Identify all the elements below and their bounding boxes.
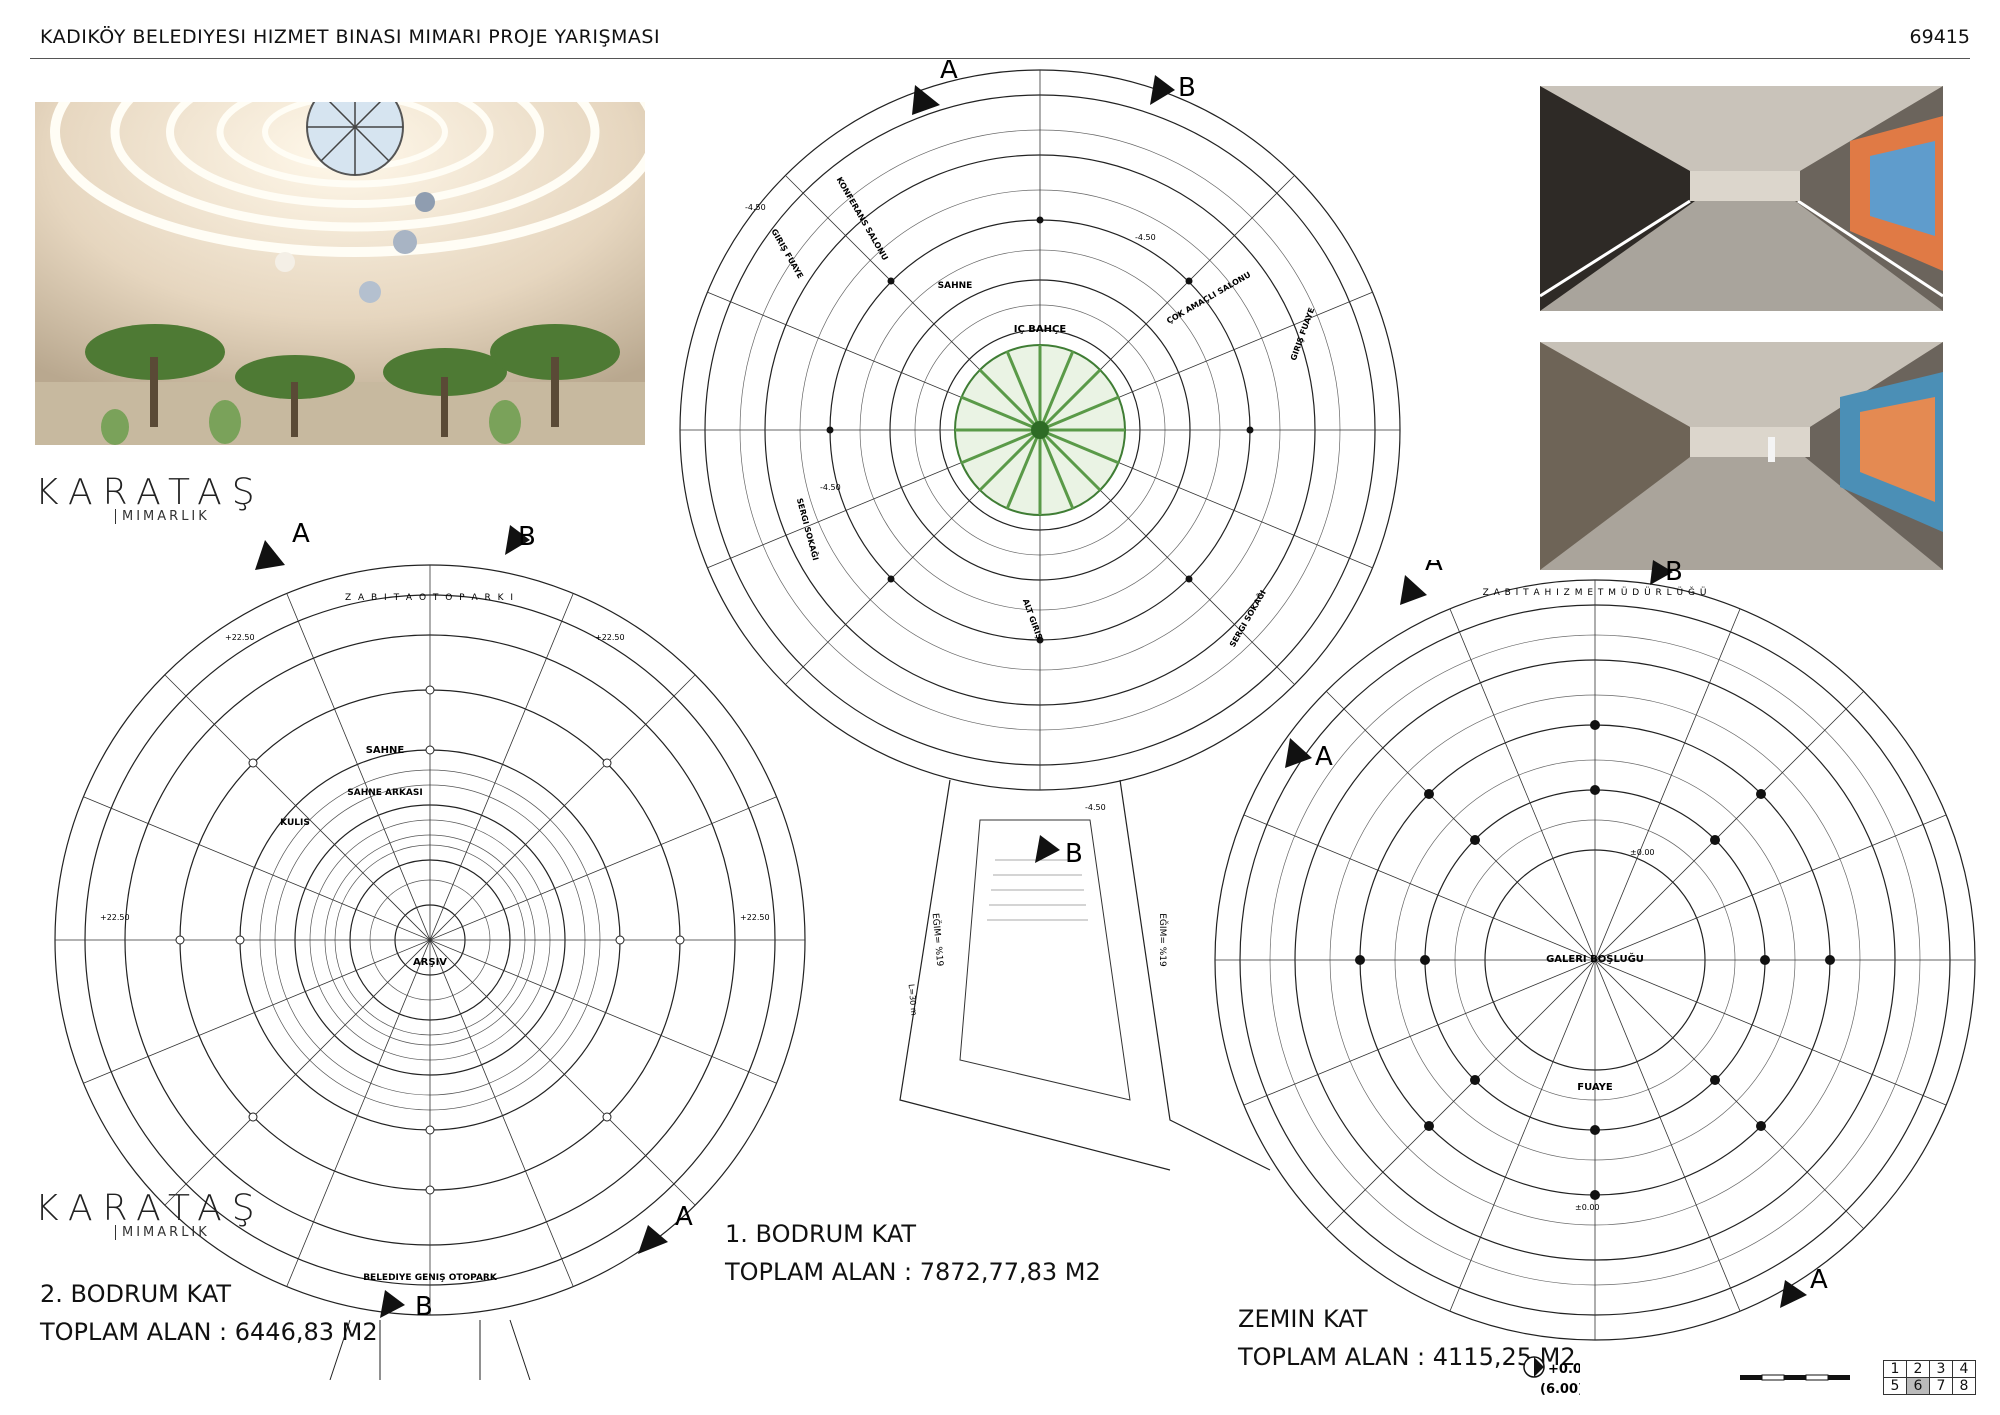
- plan-title: 2. BODRUM KAT: [40, 1280, 232, 1308]
- level-marker: +22.50: [740, 913, 770, 922]
- section-arrow-a: [912, 85, 940, 115]
- section-arrow-a: [255, 540, 285, 570]
- level-marker: -4.50: [1085, 803, 1106, 812]
- level-marker: -4.50: [1135, 233, 1156, 242]
- plan-bodrum1: IÇ BAHÇE SAHNE ÇOK AMAÇLI SALONU GIRIŞ F…: [679, 60, 1401, 1171]
- stage-label: SAHNE: [938, 281, 973, 291]
- plan-area: TOPLAM ALAN : 7872,77,83 M2: [725, 1258, 1101, 1286]
- north-marker: +0.00 (6.00): [1523, 1356, 1580, 1397]
- sheet-cell: 7: [1929, 1377, 1953, 1395]
- section-b-label: B: [1065, 839, 1083, 869]
- sheet-cell: 4: [1952, 1360, 1976, 1378]
- street-label: SERGI SOKAĞI: [795, 497, 822, 562]
- section-a-label: A: [1315, 742, 1333, 772]
- level-marker: ±0.00: [1630, 848, 1655, 857]
- level-marker: +22.50: [595, 633, 625, 642]
- section-b-label: B: [518, 522, 536, 552]
- plan-bodrum2-caption: 2. BODRUM KAT TOPLAM ALAN : 6446,83 M2: [40, 1275, 378, 1351]
- section-arrow-b: [1035, 835, 1060, 863]
- section-a-label: A: [940, 60, 958, 85]
- section-arrow-b: [380, 1290, 405, 1318]
- section-arrow-b: [505, 525, 530, 555]
- parking-top-label: Z A B I T A O T O P A R K I: [345, 593, 515, 603]
- wings-label: KULIS: [280, 818, 310, 828]
- firm-logo-top: KARATAŞ MIMARLIK: [35, 472, 265, 524]
- plan-zemin-caption: ZEMIN KAT TOPLAM ALAN : 4115,25 M2: [1238, 1300, 1576, 1376]
- section-a-label: A: [1810, 1265, 1828, 1295]
- section-b-label: B: [1665, 560, 1683, 587]
- plan-title: ZEMIN KAT: [1238, 1305, 1368, 1333]
- logo-brand: KARATAŞ: [35, 1188, 265, 1229]
- level-marker: +22.50: [225, 633, 255, 642]
- corridor-render-bottom: [1540, 342, 1943, 570]
- plan-area: TOPLAM ALAN : 6446,83 M2: [40, 1318, 378, 1346]
- sheet-cell: 5: [1883, 1377, 1907, 1395]
- corridor-render-top: [1540, 86, 1943, 311]
- slope-left-label: EĞIM= %19: [930, 913, 947, 968]
- section-b-label: B: [415, 1292, 433, 1322]
- entrance-left-label: GIRIŞ FUAYE: [769, 227, 805, 280]
- sheet-cell: 1: [1883, 1360, 1907, 1378]
- level-marker: ±0.00: [1575, 1203, 1600, 1212]
- sheet-cell: 2: [1906, 1360, 1930, 1378]
- void-label: GALERI BOŞLUĞU: [1546, 952, 1644, 965]
- entrance-right-label: GIRIŞ FUAYE: [1289, 306, 1316, 361]
- logo-sub: MIMARLIK: [115, 509, 265, 524]
- sheet-index: 1 2 3 4 5 6 7 8: [1883, 1360, 1976, 1395]
- sheet-title: KADIKÖY BELEDIYESI HIZMET BINASI MIMARI …: [40, 26, 661, 48]
- ramp-length-label: L=30 m: [907, 984, 919, 1017]
- logo-brand: KARATAŞ: [35, 472, 265, 513]
- archive-label: ARŞIV: [413, 957, 447, 968]
- sheet-cell: 8: [1952, 1377, 1976, 1395]
- level-marker: -4.50: [745, 203, 766, 212]
- project-number: 69415: [1909, 26, 1970, 48]
- backstage-label: SAHNE ARKASI: [347, 788, 422, 798]
- section-arrow-a: [1400, 575, 1427, 605]
- atrium-render: [35, 102, 645, 445]
- lower-entrance-label: ALT GIRIŞ: [1021, 598, 1044, 641]
- parking-bottom-label: BELEDIYE GENIŞ OTOPARK: [363, 1273, 498, 1283]
- plan-bodrum1-caption: 1. BODRUM KAT TOPLAM ALAN : 7872,77,83 M…: [725, 1215, 1101, 1291]
- header-divider: [30, 58, 1970, 59]
- zemin-top-label: Z A B I T A H I Z M E T M Ü D Ü R L Ü Ğ …: [1483, 586, 1708, 598]
- elevation-bottom: (6.00): [1540, 1382, 1580, 1397]
- section-arrow-b: [1150, 75, 1175, 105]
- section-a-label: A: [292, 520, 310, 549]
- level-marker: +22.50: [100, 913, 130, 922]
- multi-hall-label: ÇOK AMAÇLI SALONU: [1165, 270, 1252, 326]
- section-arrow-b: [1650, 560, 1673, 585]
- slope-right-label: EĞIM= %19: [1157, 913, 1169, 967]
- section-arrow-a: [1780, 1280, 1807, 1308]
- firm-logo-bottom: KARATAŞ MIMARLIK: [35, 1188, 265, 1240]
- stage-label: SAHNE: [366, 745, 405, 756]
- sheet-cell: 3: [1929, 1360, 1953, 1378]
- plan-area: TOPLAM ALAN : 4115,25 M2: [1238, 1343, 1576, 1371]
- section-arrow-a: [638, 1225, 668, 1254]
- section-a-label: A: [1425, 560, 1443, 577]
- foyer-label: FUAYE: [1577, 1082, 1613, 1093]
- section-arrow-a: [1285, 738, 1312, 768]
- plan-zemin: Z A B I T A H I Z M E T M Ü D Ü R L Ü Ğ …: [1214, 560, 1976, 1341]
- section-b-label: B: [1178, 73, 1196, 103]
- plan-title: 1. BODRUM KAT: [725, 1220, 917, 1248]
- plan-bodrum2: Z A B I T A O T O P A R K I BELEDIYE GEN…: [54, 520, 806, 1380]
- logo-sub: MIMARLIK: [115, 1225, 265, 1240]
- sheet-cell-active: 6: [1906, 1377, 1930, 1395]
- garden-center: [1031, 421, 1049, 439]
- level-marker: -4.50: [820, 483, 841, 492]
- section-a-label: A: [675, 1202, 693, 1232]
- garden-label: IÇ BAHÇE: [1014, 324, 1067, 335]
- scale-bar: [1740, 1374, 1850, 1381]
- elevation-top: +0.00: [1548, 1362, 1580, 1377]
